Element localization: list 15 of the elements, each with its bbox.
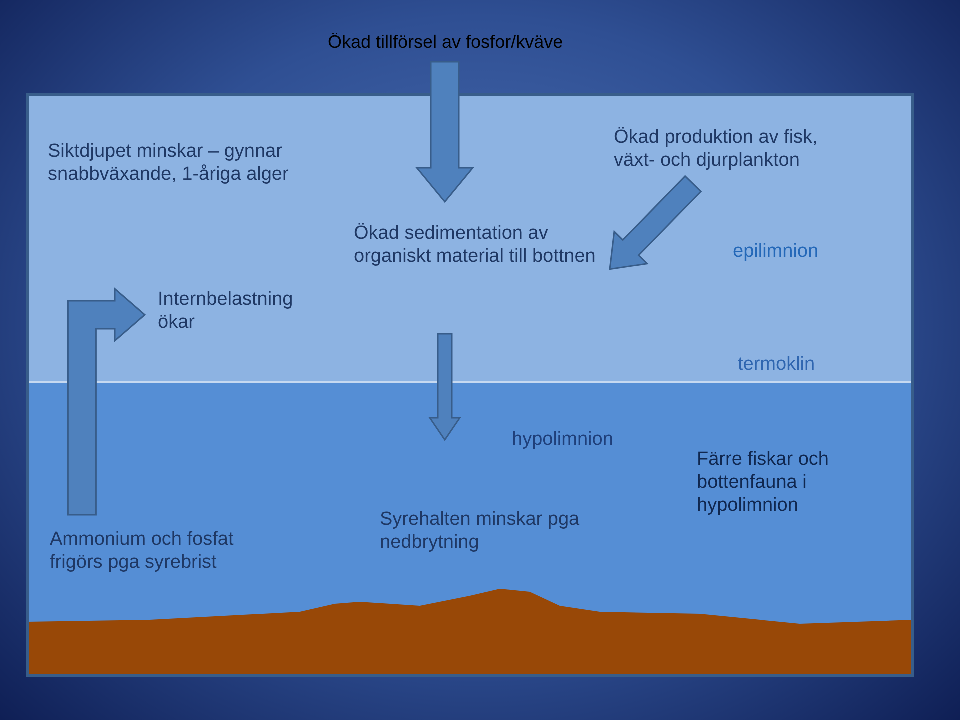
annotation-text: Ökad sedimentation av organiskt material till bottnen	[354, 222, 597, 268]
annotation-text: Syrehalten minskar pga nedbrytning	[380, 508, 581, 554]
block-arrow	[609, 175, 702, 270]
annotation-text: Ökad tillförsel av fosfor/kväve	[328, 32, 564, 54]
annotation-text: Ammonium och fosfat frigörs pga syrebrist	[50, 528, 235, 574]
block-arrow	[67, 287, 146, 516]
annotation-text: Siktdjupet minskar – gynnar snabbväxande, 1-åriga alger	[48, 140, 290, 186]
annotation-text: Internbelastning ökar	[158, 288, 294, 334]
block-arrow	[428, 333, 462, 442]
layer-label: Färre fiskar och bottenfauna i hypolimnion	[697, 448, 830, 518]
layer-label: hypolimnion	[512, 428, 614, 452]
block-arrow	[415, 61, 475, 204]
layer-label: termoklin	[738, 353, 816, 376]
layer-label: epilimnion	[733, 240, 820, 264]
annotation-text: Ökad produktion av fisk, växt- och djurplankton	[614, 126, 819, 172]
